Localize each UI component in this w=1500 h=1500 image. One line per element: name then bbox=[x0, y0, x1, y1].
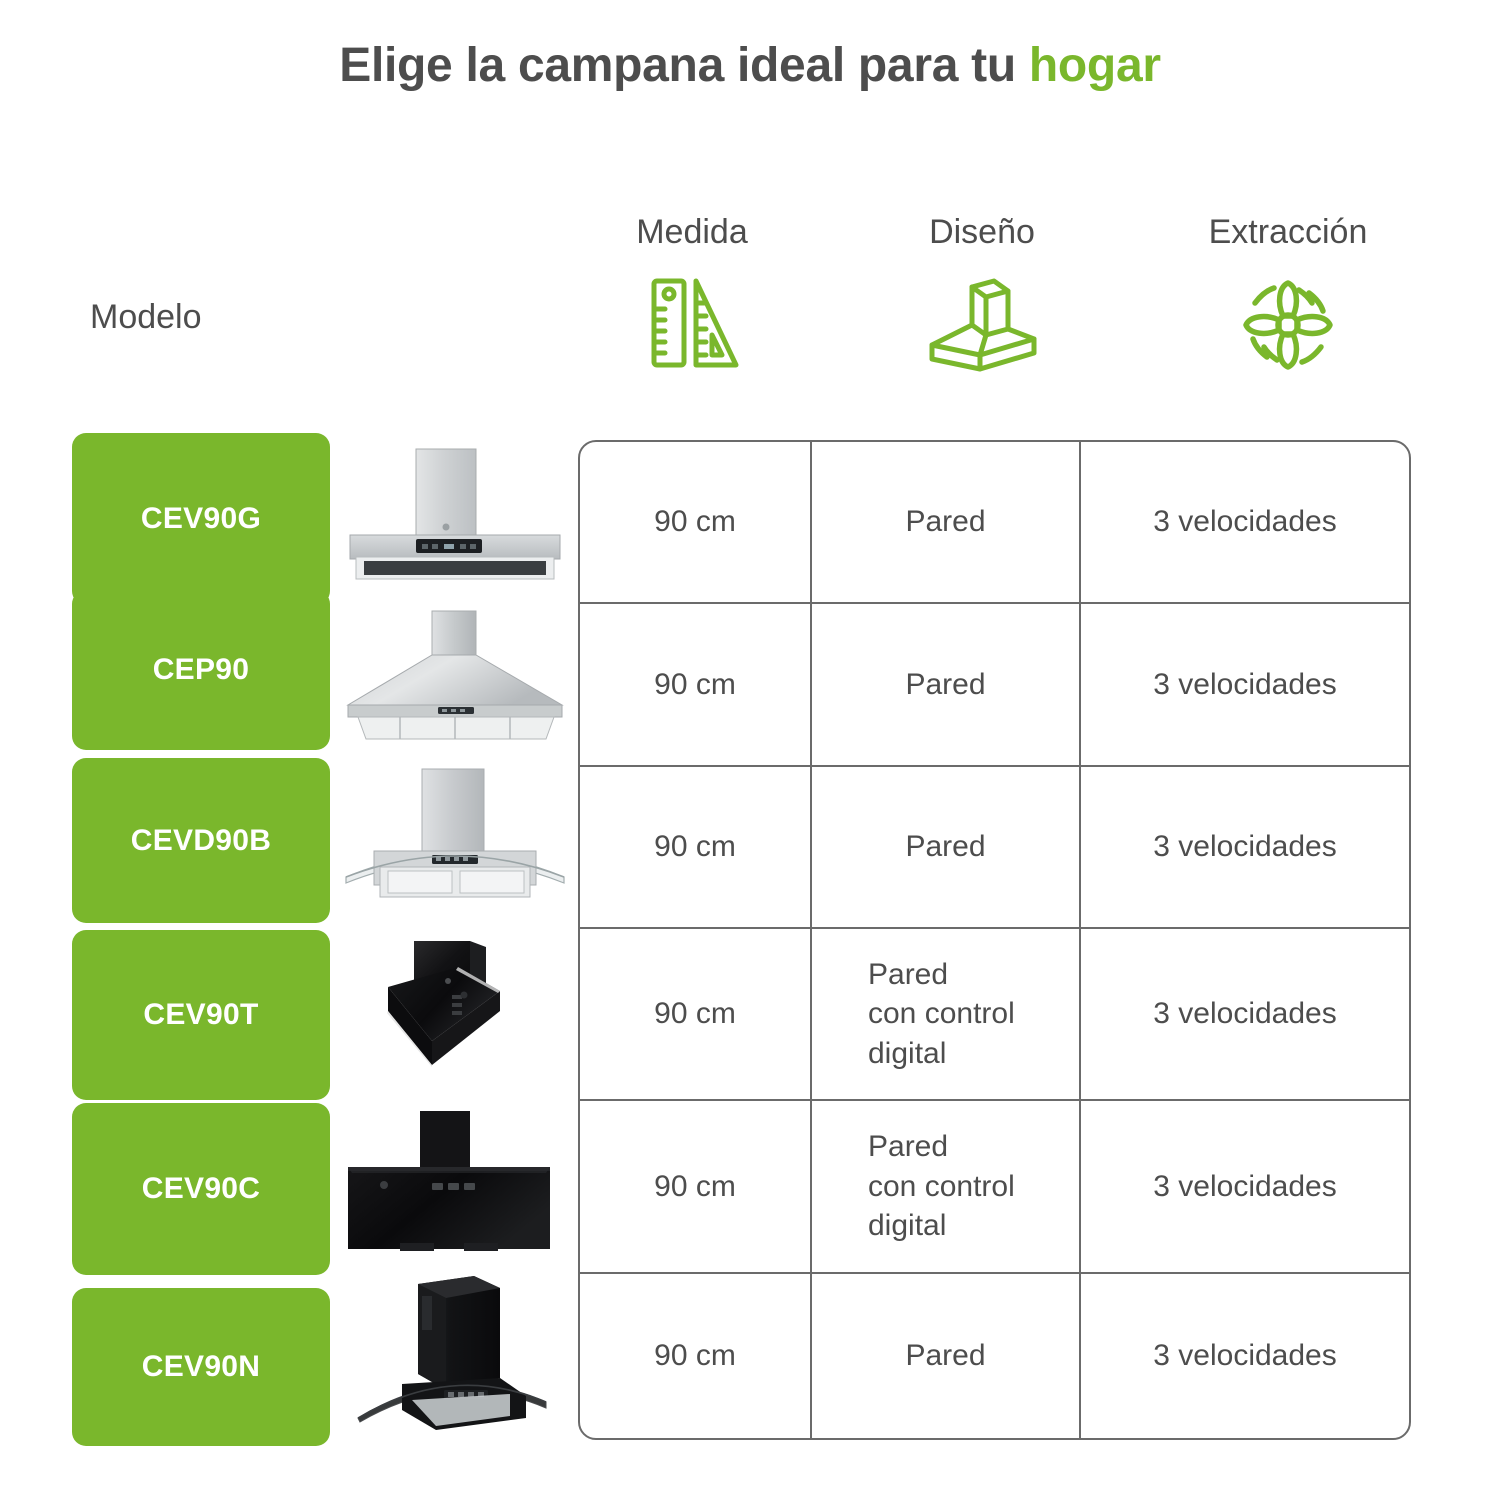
column-header-modelo: Modelo bbox=[90, 298, 202, 336]
cell-extraccion: 3 velocidades bbox=[1153, 505, 1337, 539]
cell-extraccion: 3 velocidades bbox=[1153, 1339, 1337, 1373]
ruler-triangle-icon bbox=[562, 273, 822, 378]
cell-medida: 90 cm bbox=[580, 1101, 812, 1272]
cell-extraccion: 3 velocidades bbox=[1153, 1169, 1337, 1203]
product-image bbox=[335, 1265, 575, 1445]
model-badge[interactable]: CEV90C bbox=[72, 1103, 330, 1275]
cell-extraccion: 3 velocidades bbox=[1153, 830, 1337, 864]
cell-diseno: Pared bbox=[812, 442, 1081, 603]
model-badge-label: CEV90G bbox=[140, 502, 262, 535]
model-badge-label: CEV90T bbox=[143, 998, 259, 1031]
product-image bbox=[335, 760, 575, 925]
product-image bbox=[335, 440, 575, 595]
column-header-diseno: Diseño bbox=[852, 213, 1112, 378]
model-badge[interactable]: CEV90G bbox=[72, 433, 330, 605]
table-row: 90 cm Pared 3 velocidades bbox=[580, 1273, 1409, 1438]
table-row: 90 cm Pared 3 velocidades bbox=[580, 442, 1409, 605]
cell-medida: 90 cm bbox=[580, 766, 812, 928]
table-row: 90 cm Pared 3 velocidades bbox=[580, 604, 1409, 767]
cell-medida: 90 cm bbox=[580, 604, 812, 765]
model-badge-label: CEP90 bbox=[152, 653, 250, 686]
cell-diseno: Pared bbox=[812, 604, 1081, 765]
product-image bbox=[335, 930, 575, 1095]
spec-table: 90 cm Pared 3 velocidades 90 cm Pared 3 veloc… bbox=[578, 440, 1411, 1440]
page-title: Elige la campana ideal para tu hogar bbox=[0, 38, 1500, 93]
cell-diseno-text: Pared bbox=[905, 830, 986, 864]
column-header-extraccion: Extracción bbox=[1158, 213, 1418, 382]
product-image bbox=[335, 1100, 575, 1265]
model-badge-label: CEV90C bbox=[141, 1172, 261, 1205]
column-header-medida: Medida bbox=[562, 213, 822, 378]
column-header-diseno-label: Diseño bbox=[929, 213, 1035, 251]
cell-medida: 90 cm bbox=[580, 929, 812, 1100]
cell-diseno-text: Pared bbox=[905, 1339, 986, 1373]
model-badge[interactable]: CEV90N bbox=[72, 1288, 330, 1446]
cell-diseno-text: Pared bbox=[905, 667, 986, 701]
model-badge-label: CEV90N bbox=[141, 1350, 261, 1383]
product-image-column bbox=[335, 0, 575, 1500]
column-header-extraccion-label: Extracción bbox=[1208, 213, 1368, 251]
cell-extraccion: 3 velocidades bbox=[1153, 667, 1337, 701]
product-image bbox=[335, 600, 575, 760]
model-badge[interactable]: CEP90 bbox=[72, 590, 330, 750]
cell-diseno: Pared bbox=[812, 766, 1081, 928]
model-badge-label: CEVD90B bbox=[130, 823, 272, 857]
model-badge[interactable]: CEVD90B bbox=[72, 758, 330, 923]
cell-extraccion: 3 velocidades bbox=[1153, 997, 1337, 1031]
range-hood-icon bbox=[852, 273, 1112, 378]
page-title-accent: hogar bbox=[1028, 39, 1161, 92]
cell-medida: 90 cm bbox=[580, 1273, 812, 1438]
model-badge[interactable]: CEV90T bbox=[72, 930, 330, 1100]
cell-diseno-text: Pared bbox=[905, 505, 986, 539]
cell-diseno: Pared bbox=[812, 1273, 1081, 1438]
page-title-main: Elige la campana ideal para tu bbox=[339, 39, 1029, 92]
table-row: 90 cm Pared 3 velocidades bbox=[580, 766, 1409, 930]
cell-medida: 90 cm bbox=[580, 442, 812, 603]
column-header-medida-label: Medida bbox=[636, 213, 748, 251]
fan-icon bbox=[1158, 273, 1418, 382]
